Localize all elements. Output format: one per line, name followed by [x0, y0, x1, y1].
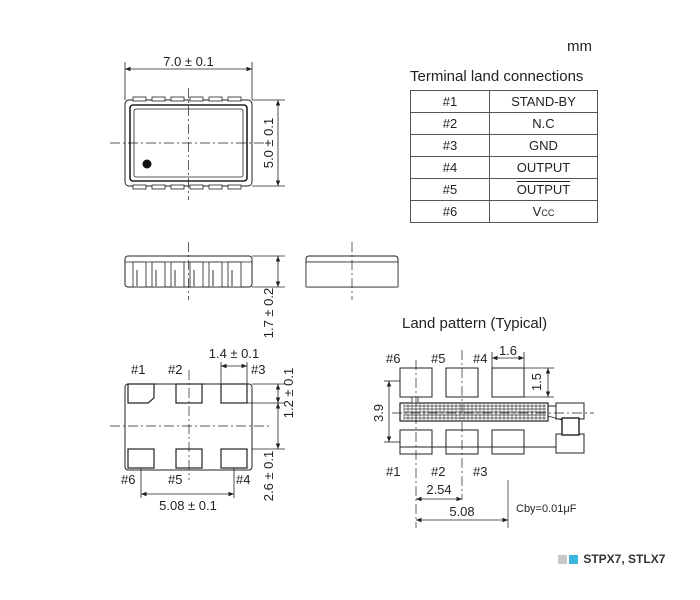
land-pin-label-1: #1	[386, 464, 400, 479]
function-subscript: CC	[541, 208, 555, 218]
land-pad-height-dimension: 1.5	[529, 373, 544, 391]
land-pin-label-5: #5	[431, 351, 445, 366]
land-full-pitch-dimension: 5.08	[449, 504, 474, 519]
pad-span-dimension: 2.6 ± 0.1	[261, 451, 276, 502]
pad-pitch-dimension: 5.08 ± 0.1	[159, 498, 217, 513]
bottom-pin-label-5: #5	[168, 472, 182, 487]
bottom-pin-label-4: #4	[236, 472, 250, 487]
land-pin-label-3: #3	[473, 464, 487, 479]
accent-square-icon	[569, 555, 578, 564]
terminal-connection-table: #1 STAND-BY #2 N.C #3 GND #4 OUTPUT #5 O…	[410, 90, 598, 223]
land-row-span-dimension: 3.9	[371, 404, 386, 422]
bottom-pin-label-2: #2	[168, 362, 182, 377]
pad-height-dimension: 1.2 ± 0.1	[281, 368, 296, 419]
table-row: #6 VCC	[410, 200, 598, 223]
package-bottom-view: #1 #2 #3 #6 #5 #4 1.4 ± 0.1 1.2 ± 0.1 2.…	[110, 346, 296, 513]
land-half-pitch-dimension: 2.54	[426, 482, 451, 497]
footer-model-label: STPX7, STLX7	[558, 552, 665, 566]
grey-square-icon	[558, 555, 567, 564]
function-cell: OUTPUT	[489, 156, 598, 179]
function-cell-inverted: OUTPUT	[516, 182, 571, 197]
bottom-pin-label-3: #3	[251, 362, 265, 377]
pad-width-dimension: 1.4 ± 0.1	[209, 346, 260, 361]
function-cell-wrap: VCC	[489, 200, 598, 223]
bottom-pin-label-1: #1	[131, 362, 145, 377]
function-main: V	[532, 204, 542, 219]
footer-text: STPX7, STLX7	[583, 552, 666, 566]
function-cell-wrap: OUTPUT	[489, 178, 598, 201]
bottom-pin-label-6: #6	[121, 472, 135, 487]
land-pattern-title: Land pattern (Typical)	[402, 315, 548, 332]
package-width-dimension: 7.0 ± 0.1	[163, 54, 214, 69]
unit-label: mm	[567, 38, 592, 55]
land-pin-label-2: #2	[431, 464, 445, 479]
table-row: #5 OUTPUT	[410, 178, 598, 201]
land-pattern-drawing: #6 #5 #4 #1 #2 #3	[371, 343, 594, 528]
package-side-view: 1.7 ± 0.2	[124, 242, 399, 339]
function-cell: STAND-BY	[489, 90, 598, 113]
land-pin-label-6: #6	[386, 351, 400, 366]
land-pad-width-dimension: 1.6	[499, 343, 517, 358]
table-row: #4 OUTPUT	[410, 156, 598, 179]
terminal-table-title: Terminal land connections	[410, 68, 584, 85]
bypass-capacitor-note: Cby=0.01μF	[516, 503, 577, 515]
pin1-marker-dot	[142, 159, 152, 169]
package-thickness-dimension: 1.7 ± 0.2	[261, 288, 276, 339]
package-top-view: 7.0 ± 0.1 5.0 ± 0.1	[110, 54, 285, 200]
table-row: #1 STAND-BY	[410, 90, 598, 113]
package-height-dimension: 5.0 ± 0.1	[261, 118, 276, 169]
land-pin-label-4: #4	[473, 351, 487, 366]
